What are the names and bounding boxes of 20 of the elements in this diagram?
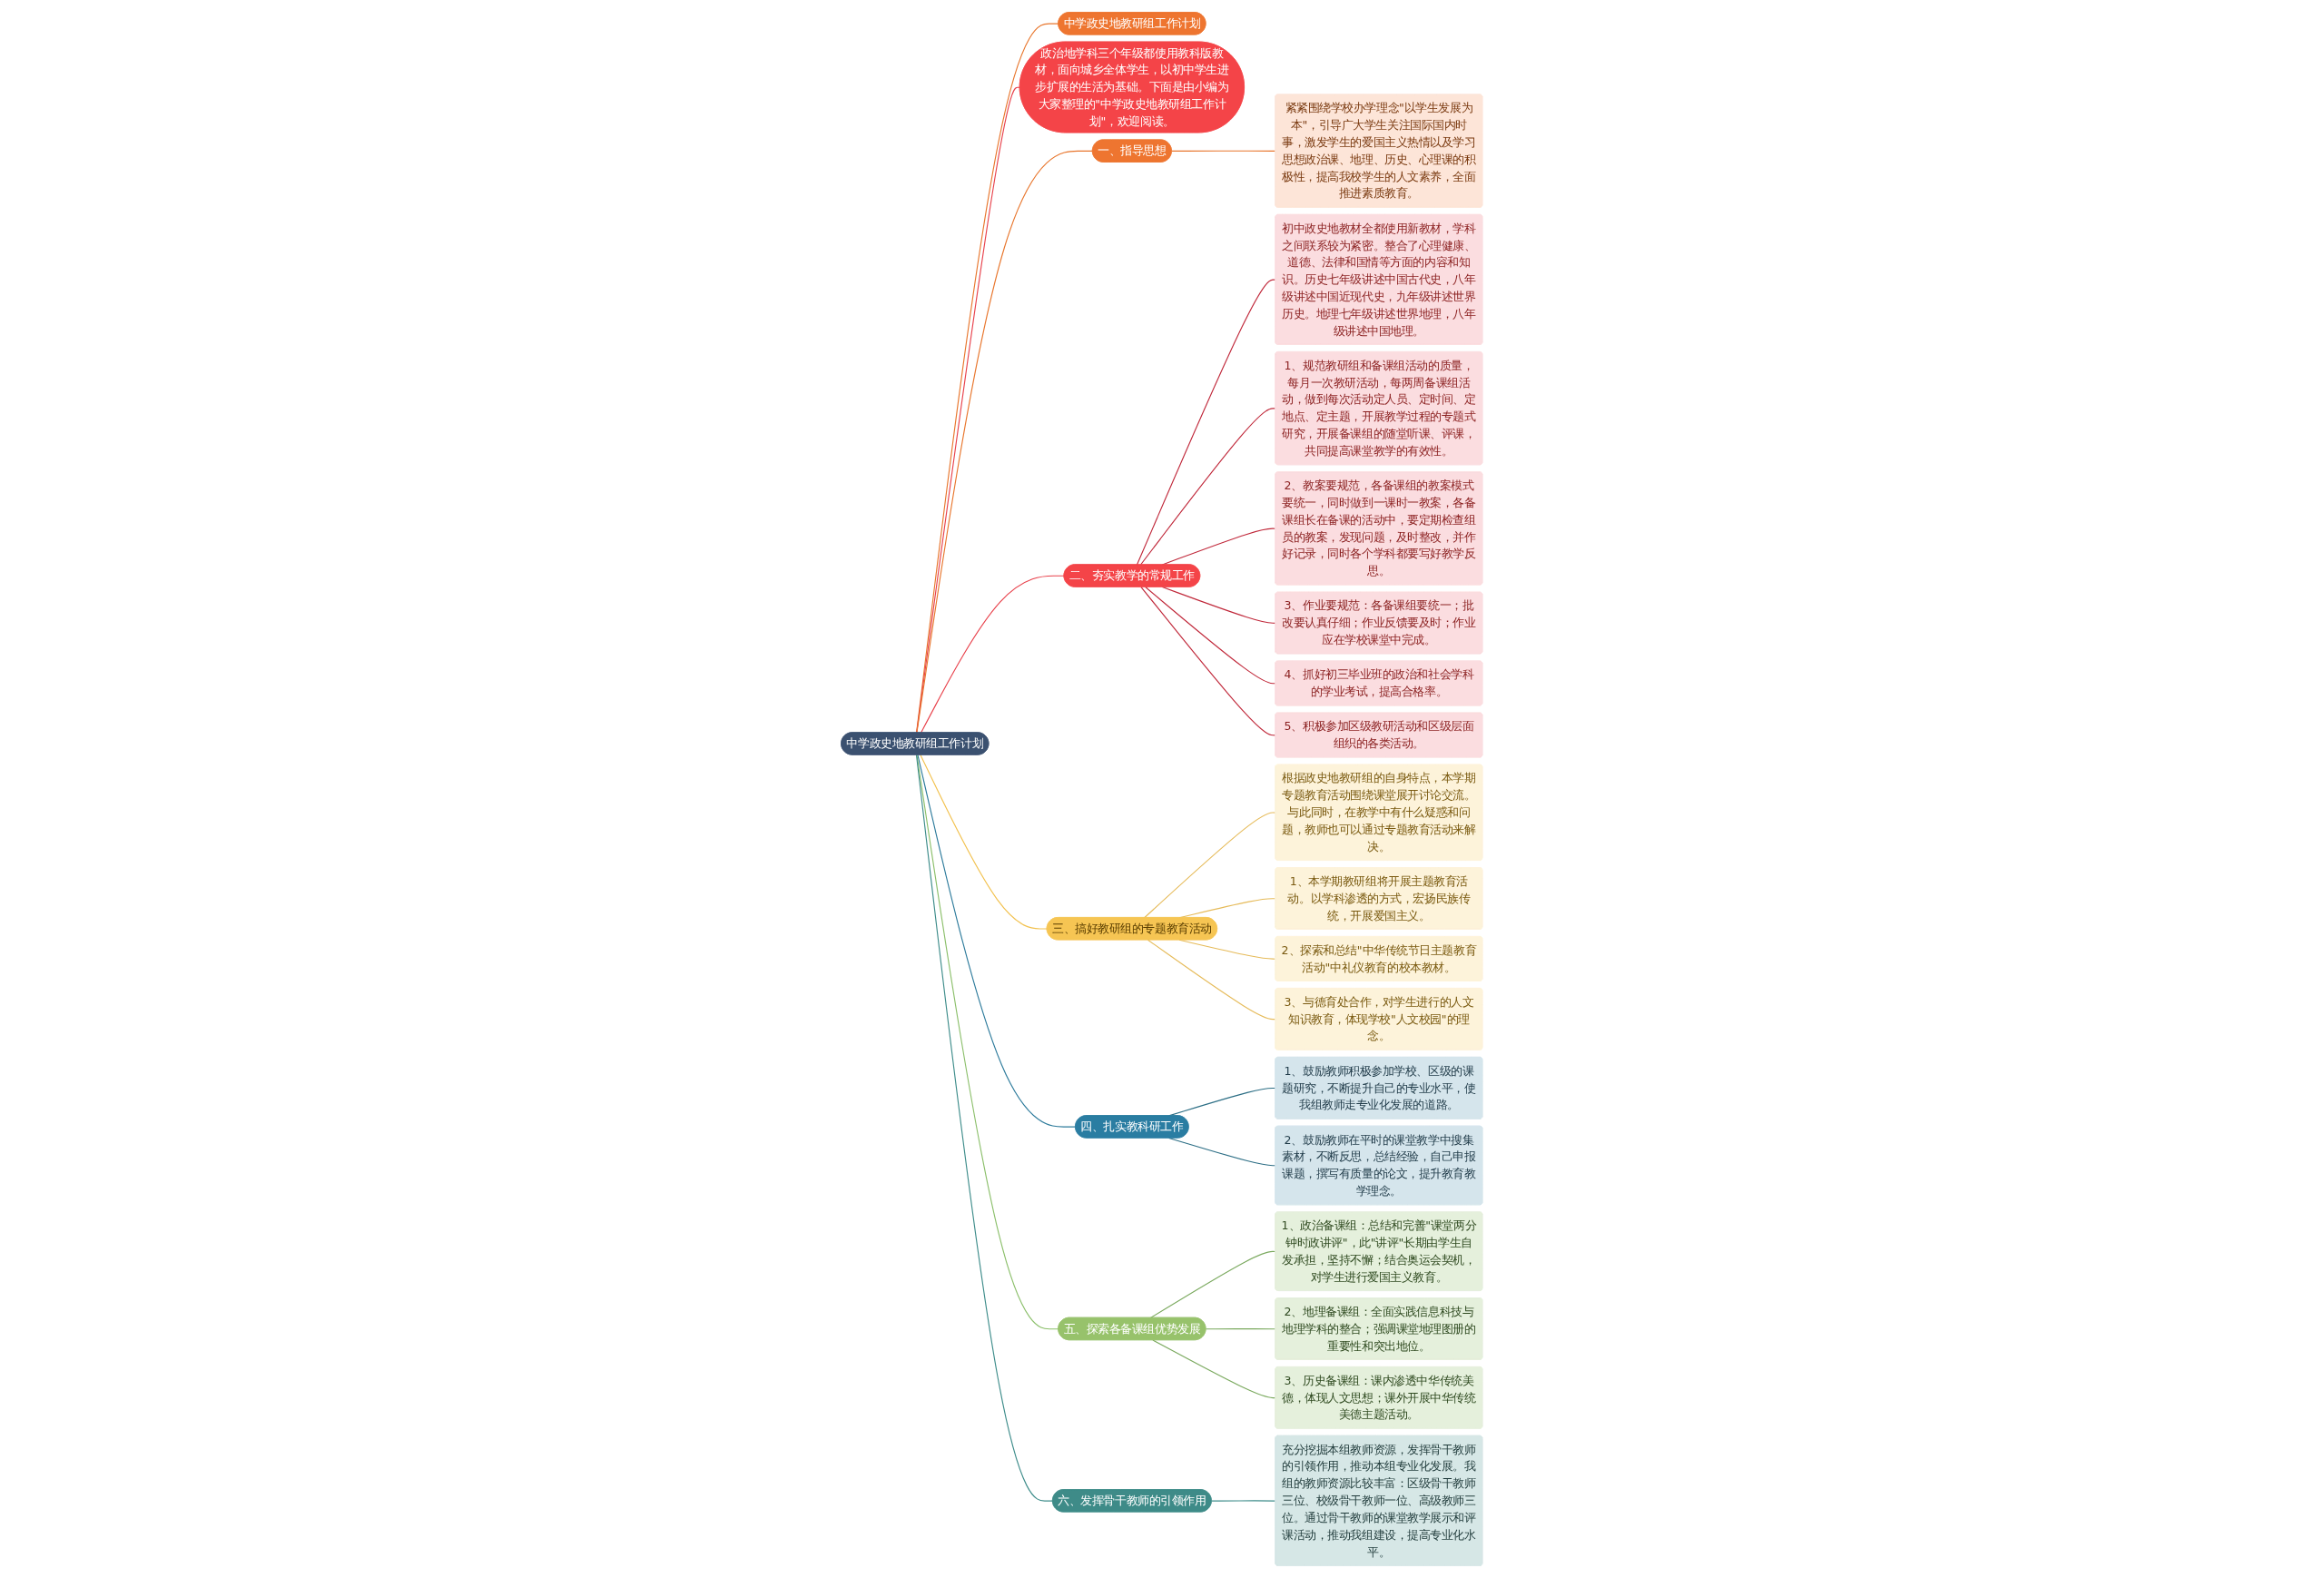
connector xyxy=(1150,1250,1276,1319)
connector xyxy=(1162,586,1276,624)
connector xyxy=(1140,408,1276,566)
connector xyxy=(916,754,1059,1330)
connector xyxy=(1206,1328,1276,1330)
connector xyxy=(1137,279,1276,566)
connector xyxy=(1140,586,1276,736)
connector xyxy=(920,754,1049,930)
connector xyxy=(916,150,1094,734)
connector xyxy=(1211,1500,1276,1502)
connector xyxy=(916,23,1059,734)
connector xyxy=(917,754,1077,1128)
connector xyxy=(921,575,1066,734)
connector xyxy=(1152,1339,1276,1399)
connector xyxy=(916,86,1021,734)
connector xyxy=(1144,812,1276,919)
connector xyxy=(1145,586,1276,685)
connector xyxy=(916,754,1054,1502)
connector xyxy=(1147,939,1276,1021)
connector xyxy=(1171,150,1276,152)
